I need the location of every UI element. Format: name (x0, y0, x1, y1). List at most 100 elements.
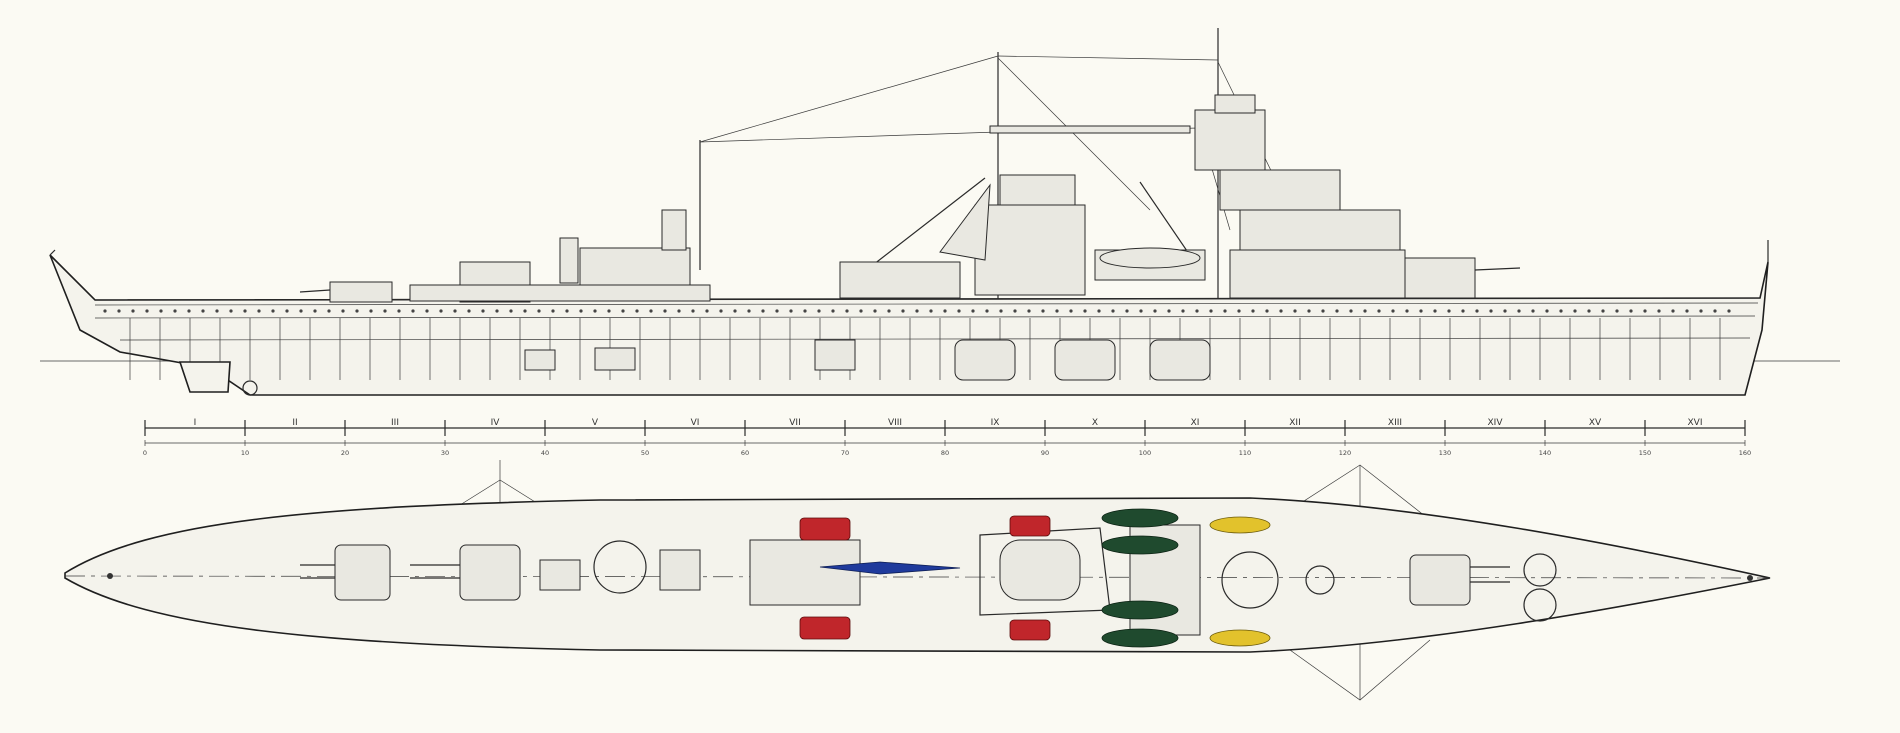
frame-number: 100 (1139, 449, 1151, 457)
torpedo-tube-mount (1009, 515, 1051, 537)
aft-turret-top (334, 544, 391, 601)
porthole (1167, 309, 1171, 313)
aft-turret-side (329, 281, 393, 303)
porthole (1573, 309, 1577, 313)
porthole (915, 309, 919, 313)
frame-number: 70 (841, 449, 849, 457)
porthole (635, 309, 639, 313)
deck-rail (94, 302, 1759, 306)
porthole (1685, 309, 1689, 313)
porthole (873, 309, 877, 313)
porthole (593, 309, 597, 313)
porthole (1713, 309, 1717, 313)
machinery-unit (814, 339, 856, 371)
section-label: II (292, 418, 297, 428)
machinery-unit (594, 347, 636, 371)
porthole (439, 309, 443, 313)
forward-superstructure (1219, 169, 1341, 211)
porthole (1349, 309, 1353, 313)
porthole (1139, 309, 1143, 313)
stern-post (49, 249, 56, 256)
porthole (719, 309, 723, 313)
porthole (103, 309, 107, 313)
porthole (999, 309, 1003, 313)
porthole (1419, 309, 1423, 313)
porthole (1041, 309, 1045, 313)
porthole (1223, 309, 1227, 313)
porthole (817, 309, 821, 313)
porthole (1699, 309, 1703, 313)
porthole (663, 309, 667, 313)
porthole (341, 309, 345, 313)
porthole (1237, 309, 1241, 313)
porthole (1405, 309, 1409, 313)
porthole (1027, 309, 1031, 313)
torpedo-tube-mount (1009, 619, 1051, 641)
porthole (901, 309, 905, 313)
porthole (243, 309, 247, 313)
frame-number: 140 (1539, 449, 1551, 457)
porthole (215, 309, 219, 313)
motor-boat (1101, 535, 1179, 555)
porthole (523, 309, 527, 313)
frame-number: 40 (541, 449, 549, 457)
porthole (649, 309, 653, 313)
motor-boat (1101, 508, 1179, 528)
porthole (691, 309, 695, 313)
porthole (1517, 309, 1521, 313)
forward-deckhouse (1229, 249, 1406, 299)
section-label: XV (1589, 418, 1602, 428)
porthole (1531, 309, 1535, 313)
porthole (173, 309, 177, 313)
cutter (1209, 516, 1271, 534)
forward-gun-barrel (1474, 267, 1521, 271)
lower-deck-line (119, 337, 1751, 341)
torpedo-tubes (799, 515, 1051, 641)
porthole (1727, 309, 1731, 313)
porthole (1181, 309, 1185, 313)
motor-boat (1101, 628, 1179, 648)
porthole (145, 309, 149, 313)
stern-fitting (107, 573, 113, 579)
aft-director-tower (661, 209, 687, 251)
bridge-rangefinder-top (1221, 551, 1279, 609)
porthole (1307, 309, 1311, 313)
porthole (1251, 309, 1255, 313)
porthole (1363, 309, 1367, 313)
frame-number: 50 (641, 449, 649, 457)
porthole (859, 309, 863, 313)
frame-number: 60 (741, 449, 749, 457)
crane-support (939, 183, 991, 261)
porthole (397, 309, 401, 313)
bridge-tower (1194, 109, 1266, 171)
porthole (1629, 309, 1633, 313)
porthole (537, 309, 541, 313)
boiler (1054, 339, 1116, 381)
porthole (355, 309, 359, 313)
aft-gun-barrel (299, 289, 331, 293)
porthole (705, 309, 709, 313)
funnel-structure (974, 204, 1086, 296)
porthole (1559, 309, 1563, 313)
stay-wire (699, 131, 999, 143)
porthole (677, 309, 681, 313)
plan-view (64, 460, 1771, 701)
porthole (1643, 309, 1647, 313)
machinery-unit (524, 349, 556, 371)
porthole (1615, 309, 1619, 313)
boiler (1149, 339, 1211, 381)
section-label: V (592, 418, 599, 428)
porthole (1657, 309, 1661, 313)
porthole (957, 309, 961, 313)
porthole (985, 309, 989, 313)
rudder (178, 361, 231, 393)
porthole (411, 309, 415, 313)
porthole (1083, 309, 1087, 313)
section-label: VII (789, 418, 800, 428)
boiler (954, 339, 1016, 381)
section-label: XVI (1688, 418, 1703, 428)
porthole (1153, 309, 1157, 313)
section-label: XIII (1388, 418, 1402, 428)
